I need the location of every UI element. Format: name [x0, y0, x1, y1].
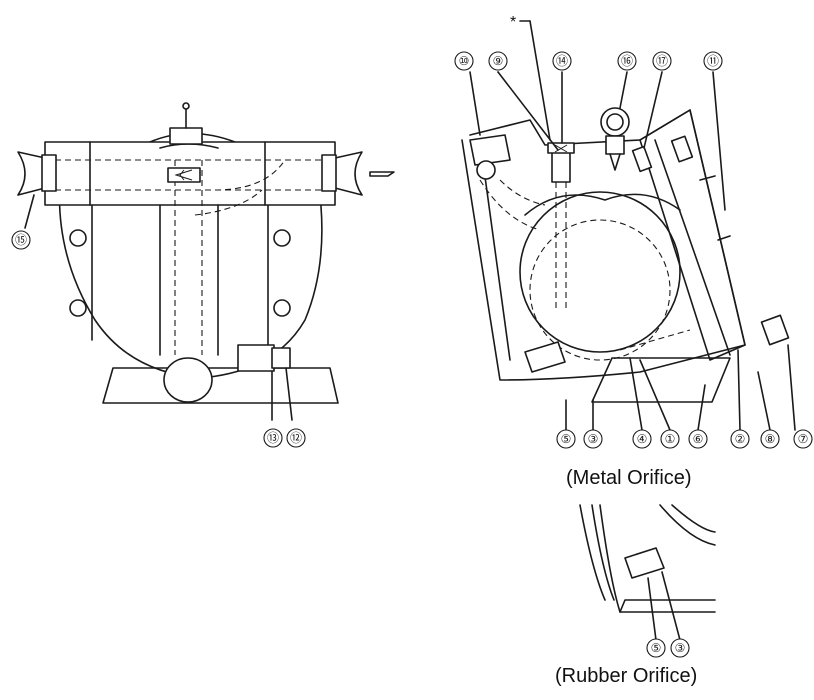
svg-text:⑤: ⑤ — [651, 641, 662, 655]
callout-9: ⑨ — [488, 51, 508, 71]
section-float-dashed — [529, 219, 671, 361]
detail-body — [599, 504, 716, 613]
section-body — [461, 109, 746, 381]
callout-12: ⑫ — [286, 428, 306, 448]
front-flow-plate — [167, 167, 201, 183]
callout-2: ② — [730, 429, 750, 449]
callout-13: ⑬ — [263, 428, 283, 448]
svg-text:⑰: ⑰ — [656, 54, 668, 68]
front-view — [17, 102, 363, 421]
front-center-pipe — [159, 204, 219, 356]
section-bolt — [760, 314, 790, 346]
callouts: ⑮ ⑬ ⑫ ⑩ ⑨ ⑭ ⑯ ⑰ ⑪ ⑤ ③ ④ ① ⑥ ② ⑧ ⑦ ⑤ ③ — [11, 51, 813, 658]
front-side-plug — [237, 344, 275, 372]
callout-14: ⑭ — [552, 51, 572, 71]
front-flange-right — [334, 151, 363, 196]
callout-17: ⑰ — [652, 51, 672, 71]
caption-rubber-orifice: (Rubber Orifice) — [555, 665, 698, 687]
svg-text:⑫: ⑫ — [290, 431, 302, 445]
section-base — [591, 357, 731, 403]
callout-8: ⑧ — [760, 429, 780, 449]
asterisk-marker: * — [510, 14, 516, 31]
section-chamber — [519, 191, 681, 353]
caption-metal-orifice: (Metal Orifice) — [566, 467, 692, 489]
svg-text:④: ④ — [637, 432, 648, 446]
svg-text:⑨: ⑨ — [493, 54, 504, 68]
callout-6: ⑥ — [688, 429, 708, 449]
svg-text:③: ③ — [675, 641, 686, 655]
svg-text:⑩: ⑩ — [459, 54, 470, 68]
callout-1: ① — [660, 429, 680, 449]
section-cover — [639, 109, 746, 361]
callout-3: ③ — [583, 429, 603, 449]
callout-10: ⑩ — [454, 51, 474, 71]
callout-15: ⑮ — [11, 230, 31, 250]
svg-text:⑤: ⑤ — [561, 432, 572, 446]
detail-callout-5: ⑤ — [646, 638, 666, 658]
detail-view — [579, 504, 716, 641]
svg-text:⑧: ⑧ — [765, 432, 776, 446]
section-vent-pipe — [551, 149, 571, 183]
front-top-nut — [169, 127, 203, 145]
section-orifice — [524, 341, 566, 373]
detail-orifice — [624, 547, 665, 579]
svg-text:①: ① — [665, 432, 676, 446]
flow-direction-arrow — [369, 171, 395, 177]
svg-text:⑬: ⑬ — [267, 431, 279, 445]
svg-text:⑦: ⑦ — [798, 432, 809, 446]
front-bolt — [69, 229, 87, 247]
svg-text:⑯: ⑯ — [621, 54, 633, 68]
svg-text:⑮: ⑮ — [15, 233, 27, 247]
front-drain-cap — [163, 357, 213, 403]
svg-text:⑪: ⑪ — [707, 54, 719, 68]
callout-5: ⑤ — [556, 429, 576, 449]
callout-4: ④ — [632, 429, 652, 449]
svg-text:②: ② — [735, 432, 746, 446]
callout-7: ⑦ — [793, 429, 813, 449]
front-flow-dashed — [45, 159, 335, 191]
front-base — [102, 367, 339, 404]
callout-16: ⑯ — [617, 51, 637, 71]
section-view — [461, 20, 796, 431]
callout-11: ⑪ — [703, 51, 723, 71]
svg-text:⑥: ⑥ — [693, 432, 704, 446]
svg-text:⑭: ⑭ — [556, 54, 568, 68]
front-flange-left — [17, 151, 46, 196]
detail-callout-3: ③ — [670, 638, 690, 658]
svg-text:③: ③ — [588, 432, 599, 446]
section-header — [469, 119, 641, 146]
section-inlet-plug — [469, 134, 511, 166]
